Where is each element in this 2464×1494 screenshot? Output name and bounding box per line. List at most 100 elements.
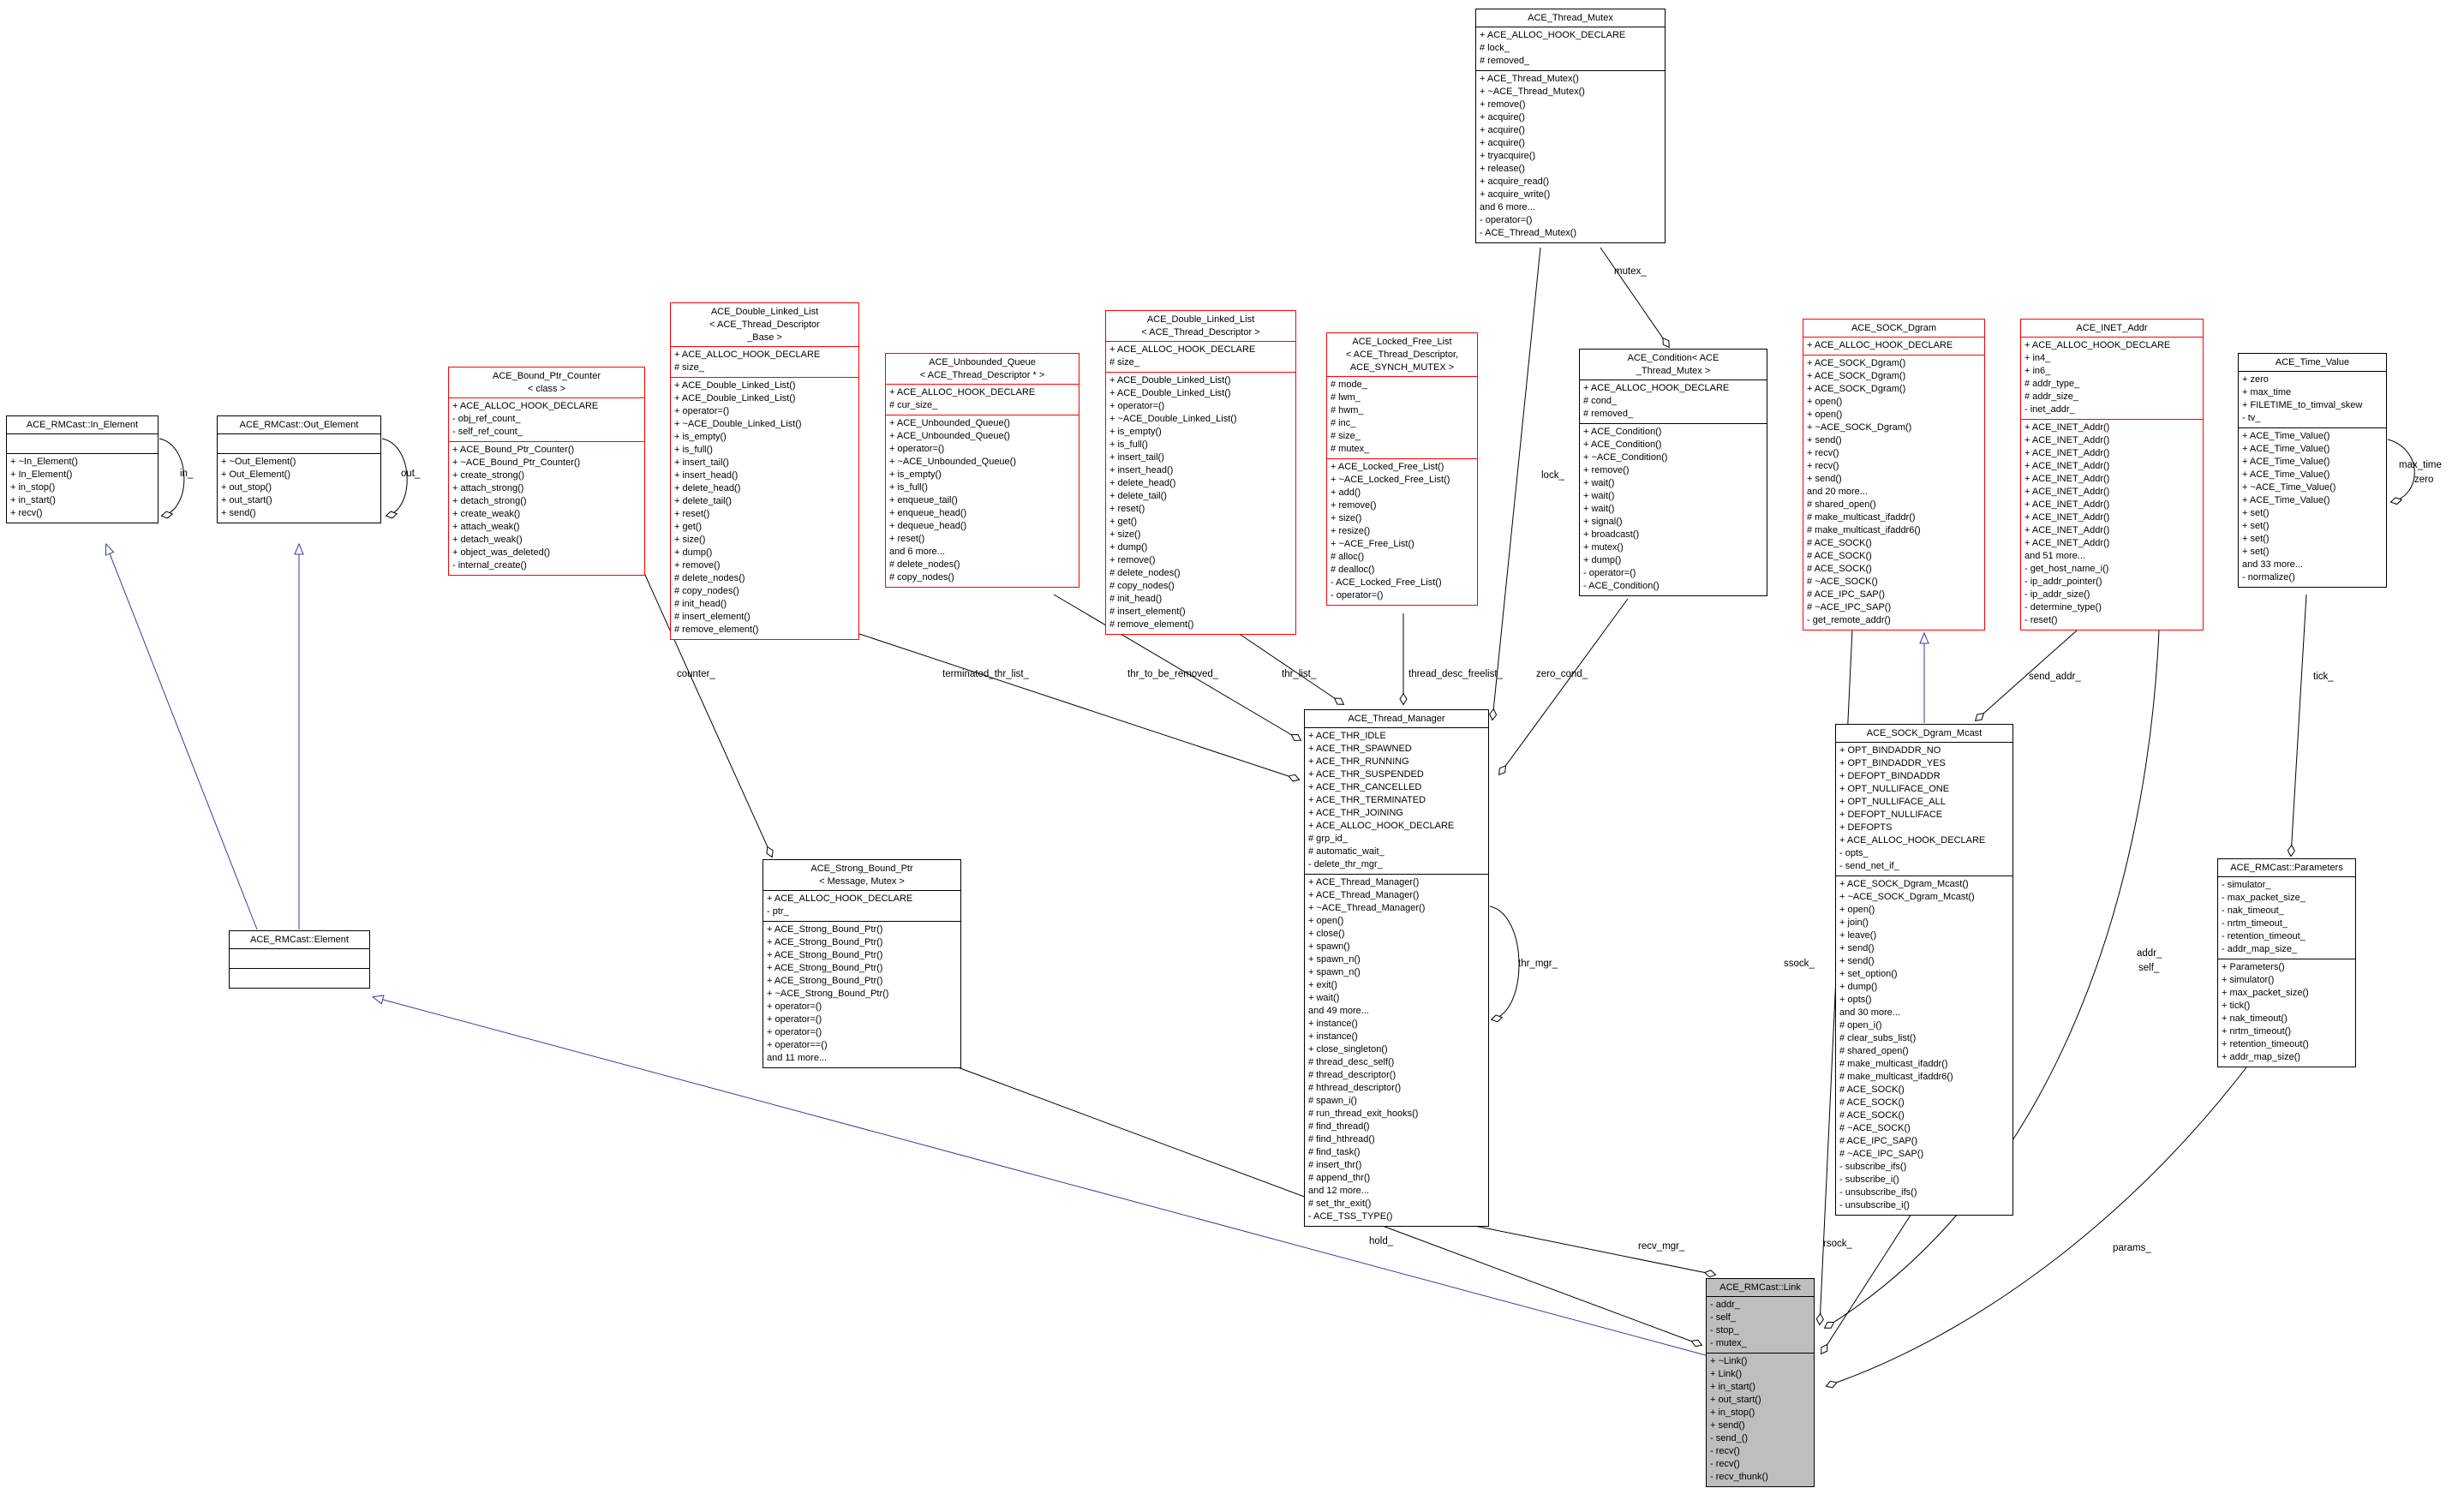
method-row: # find_hthread() (1308, 1134, 1375, 1144)
method-row: + acquire_read() (1480, 176, 1550, 187)
method-row: + set() (2242, 508, 2270, 518)
method-row: + ~ACE_Double_Linked_List() (1109, 414, 1237, 424)
method-row: + set() (2242, 534, 2270, 544)
class-title-line: ACE_RMCast::Link (1719, 1282, 1801, 1293)
method-row: + ACE_Strong_Bound_Ptr() (767, 963, 883, 973)
attribute-row: # size_ (1331, 431, 1361, 441)
edge-label-addr-self: self_ (2138, 963, 2160, 973)
attribute-row: + ACE_THR_RUNNING (1308, 756, 1409, 767)
class-ace-strong-bound-ptr[interactable]: ACE_Strong_Bound_Ptr < Message, Mutex > + … (763, 859, 961, 1068)
method-row: + spawn_n() (1308, 967, 1361, 977)
method-row: # copy_nodes() (674, 586, 739, 596)
method-row: + is_full() (674, 445, 713, 455)
class-ace-unbounded-queue[interactable]: ACE_Unbounded_Queue< ACE_Thread_Descript… (885, 353, 1079, 588)
method-row: # find_task() (1308, 1147, 1361, 1157)
method-row: + ACE_INET_Addr() (2024, 422, 2110, 433)
method-row: + addr_map_size() (2222, 1052, 2301, 1062)
class-ace-inet-addr[interactable]: ACE_INET_Addr+ ACE_ALLOC_HOOK_DECLARE+ i… (2020, 319, 2204, 630)
attribute-row: # lwm_ (1331, 392, 1361, 403)
edge-terminated-thr-list (856, 632, 1301, 782)
class-title-line: < class > (527, 384, 566, 394)
attribute-row: # grp_id_ (1308, 834, 1348, 844)
attribute-row: # automatic_wait_ (1308, 846, 1385, 857)
class-ace-double-linked-list[interactable]: ACE_Double_Linked_List< ACE_Thread_Descr… (1105, 310, 1296, 635)
attribute-compartment: + ACE_ALLOC_HOOK_DECLARE# lock_# removed… (1476, 27, 1665, 70)
method-row: # remove_element() (674, 624, 759, 635)
class-ace-rmcast-link[interactable]: ACE_RMCast::Link- addr_- self_- stop_- m… (1706, 1278, 1815, 1487)
class-ace-thread-manager[interactable]: ACE_Thread_Manager+ ACE_THR_IDLE+ ACE_TH… (1304, 709, 1489, 1227)
method-row: + opts() (1839, 995, 1872, 1005)
method-row: + exit() (1308, 980, 1337, 990)
method-row: + ACE_Time_Value() (2242, 457, 2330, 467)
method-row: and 33 more... (2242, 559, 2303, 570)
method-row: + ACE_INET_Addr() (2024, 538, 2110, 548)
class-ace-rmcast-out-element[interactable]: ACE_RMCast::Out_Element+ ~Out_Element()+… (217, 415, 381, 523)
method-row: + send() (1839, 956, 1875, 966)
method-row: # ACE_SOCK() (1807, 564, 1872, 574)
method-row: + ~ACE_Thread_Manager() (1308, 903, 1426, 913)
attribute-row: + DEFOPT_BINDADDR (1839, 771, 1941, 781)
method-row: + nak_timeout() (2222, 1013, 2288, 1024)
method-row: # insert_thr() (1308, 1160, 1362, 1170)
method-row: + enqueue_tail() (889, 495, 958, 505)
method-row: + ACE_Thread_Manager() (1308, 890, 1420, 900)
class-ace-time-value[interactable]: ACE_Time_Value+ zero+ max_time+ FILETIME… (2238, 353, 2387, 588)
attribute-compartment (218, 433, 380, 453)
class-ace-rmcast-element[interactable]: ACE_RMCast::Element (229, 930, 370, 989)
class-ace-sock-dgram-mcast[interactable]: ACE_SOCK_Dgram_Mcast+ OPT_BINDADDR_NO+ O… (1835, 724, 2013, 1216)
class-ace-bound-ptr-counter[interactable]: ACE_Bound_Ptr_Counter< class >+ ACE_ALLO… (448, 367, 645, 576)
attribute-compartment: # mode_# lwm_# hwm_# inc_# size_# mutex_ (1327, 376, 1477, 458)
method-row: - internal_create() (452, 560, 527, 571)
attribute-row: + OPT_BINDADDR_YES (1839, 758, 1946, 768)
class-ace-double-linked-list-base[interactable]: ACE_Double_Linked_List< ACE_Thread_Descr… (670, 302, 859, 640)
class-title: ACE_Thread_Mutex (1476, 9, 1665, 27)
method-row: + ACE_SOCK_Dgram() (1807, 384, 1906, 394)
attribute-row: # mutex_ (1331, 444, 1370, 454)
class-ace-locked-free-list[interactable]: ACE_Locked_Free_List< ACE_Thread_Descrip… (1326, 332, 1478, 606)
class-title-line: ACE_Strong_Bound_Ptr (810, 864, 913, 874)
attribute-row: - stop_ (1710, 1325, 1739, 1336)
method-row: + remove() (1331, 500, 1377, 511)
method-row: + object_was_deleted() (452, 547, 551, 558)
attribute-row: + ACE_ALLOC_HOOK_DECLARE (767, 893, 913, 904)
method-row: + insert_head() (1109, 465, 1174, 475)
method-row: + Parameters() (2222, 962, 2285, 972)
attribute-row: - delete_thr_mgr_ (1308, 859, 1383, 870)
edge-label-lock: lock_ (1541, 470, 1564, 481)
method-row: + ACE_Time_Value() (2242, 495, 2330, 505)
class-ace-thread-mutex[interactable]: ACE_Thread_Mutex+ ACE_ALLOC_HOOK_DECLARE… (1475, 9, 1666, 243)
method-compartment: + ACE_SOCK_Dgram()+ ACE_SOCK_Dgram()+ AC… (1803, 355, 1984, 630)
class-title-line: < Message, Mutex > (819, 876, 905, 887)
attribute-row: + ACE_THR_TERMINATED (1308, 795, 1426, 805)
method-row: + ACE_Locked_Free_List() (1331, 462, 1444, 472)
class-title: ACE_Thread_Manager (1305, 710, 1488, 727)
class-ace-sock-dgram[interactable]: ACE_SOCK_Dgram+ ACE_ALLOC_HOOK_DECLARE+ … (1803, 319, 1985, 630)
method-row: # remove_element() (1109, 619, 1194, 630)
attribute-row: + in4_ (2024, 353, 2051, 363)
method-row: + remove() (1480, 99, 1526, 110)
method-row: and 51 more... (2024, 551, 2085, 561)
class-ace-condition[interactable]: ACE_Condition< ACE_Thread_Mutex >+ ACE_A… (1579, 349, 1767, 596)
attribute-compartment: - simulator_- max_packet_size_- nak_time… (2218, 876, 2355, 959)
method-row: # delete_nodes() (889, 559, 960, 570)
method-row: # delete_nodes() (1109, 568, 1181, 578)
attribute-row: # lock_ (1480, 43, 1510, 53)
method-row: and 6 more... (1480, 202, 1535, 212)
method-row: + tick() (2222, 1001, 2251, 1011)
class-ace-rmcast-parameters[interactable]: ACE_RMCast::Parameters- simulator_- max_… (2217, 858, 2356, 1067)
method-row: + close() (1308, 929, 1345, 939)
method-row: + acquire() (1480, 112, 1525, 123)
method-row: # ACE_IPC_SAP() (1839, 1136, 1918, 1146)
method-row: and 20 more... (1807, 487, 1868, 497)
class-title: ACE_Double_Linked_List< ACE_Thread_Descr… (1106, 311, 1295, 341)
edge-lock (1489, 247, 1541, 721)
method-row: + ACE_Unbounded_Queue() (889, 431, 1010, 441)
method-row: - get_host_name_i() (2024, 564, 2109, 574)
attribute-row: + DEFOPTS (1839, 822, 1893, 833)
method-row: + operator=() (767, 1001, 822, 1012)
method-row: + ACE_INET_Addr() (2024, 487, 2110, 497)
class-ace-rmcast-in-element[interactable]: ACE_RMCast::In_Element+ ~In_Element()+ I… (6, 415, 158, 523)
edge-label-max-time-zero-loop: max_time (2399, 460, 2442, 470)
method-row: + ACE_Thread_Mutex() (1480, 74, 1579, 84)
